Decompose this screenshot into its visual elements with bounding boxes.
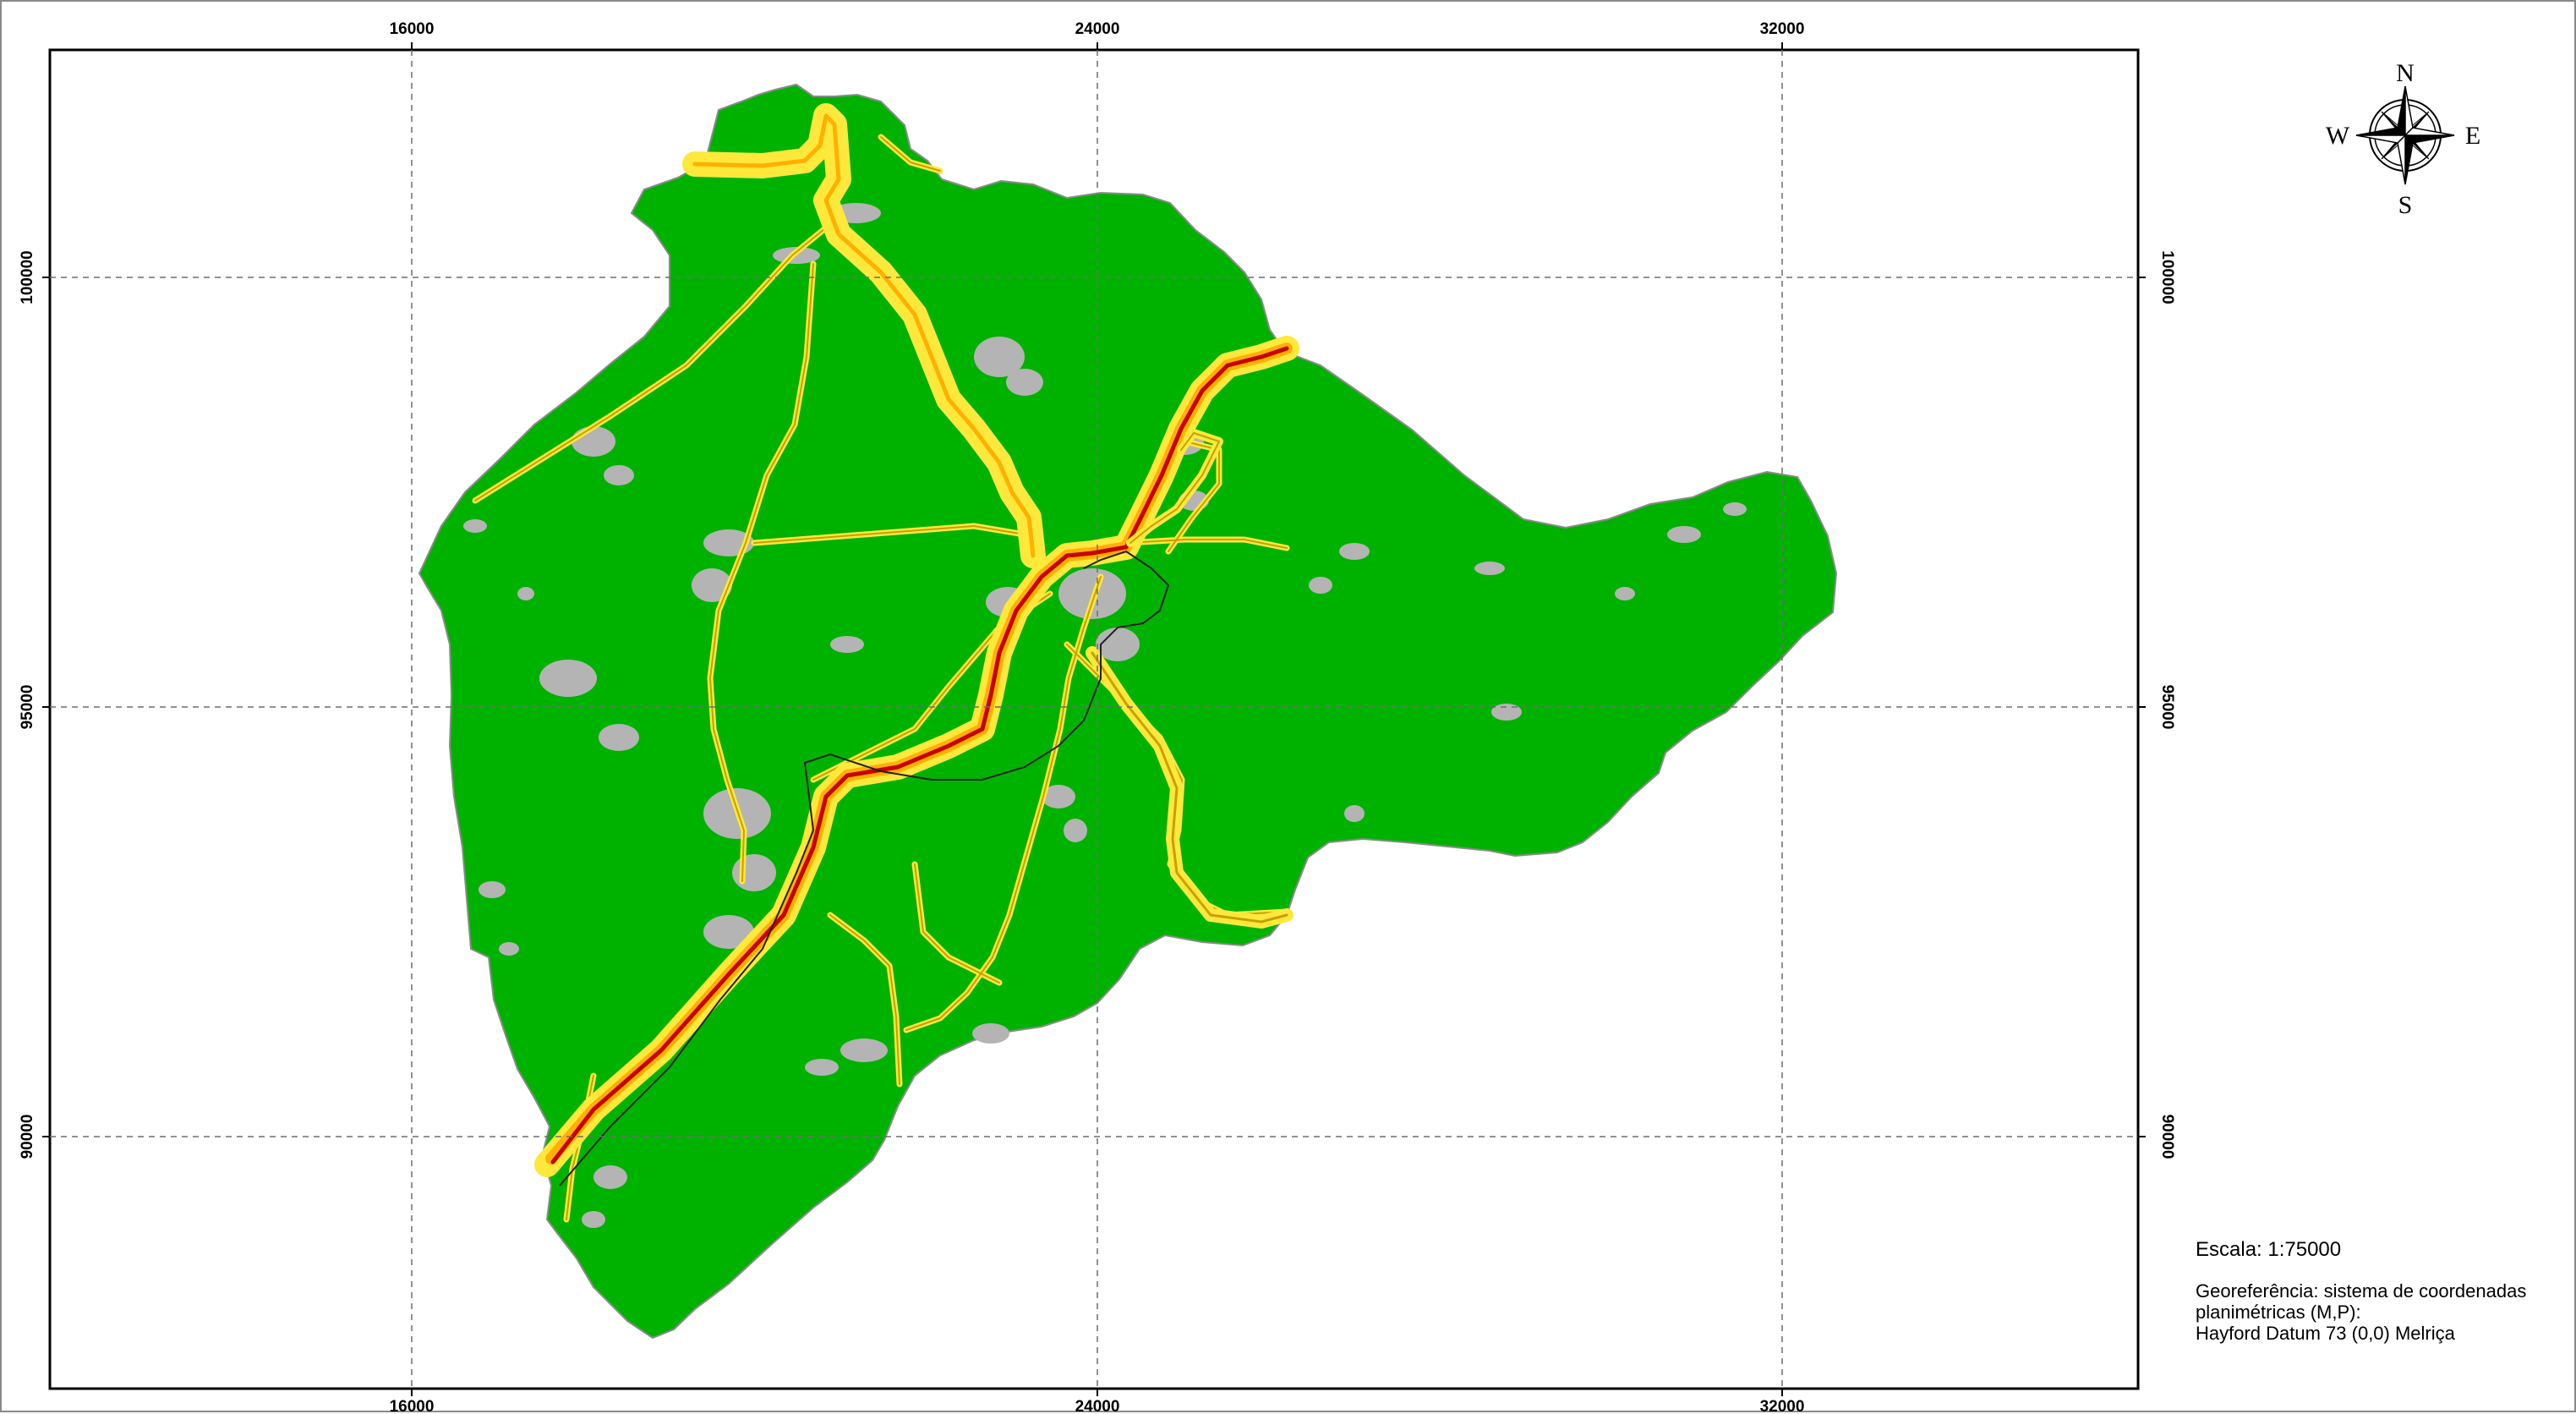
x-tick-top-32000: 32000	[1760, 20, 1805, 38]
georeference-line-2: planimétricas (M,P):	[2196, 1302, 2361, 1323]
y-tick-left-100000: 100000	[19, 250, 36, 304]
x-tick-bottom-24000: 24000	[1075, 1398, 1120, 1414]
y-tick-right-90000: 90000	[2158, 1115, 2176, 1159]
frame-ticks	[42, 42, 2146, 1396]
scale-label: Escala: 1:75000	[2196, 1238, 2342, 1261]
map-frame	[48, 48, 2140, 1390]
compass-w-label: W	[2326, 122, 2350, 150]
y-tick-left-90000: 90000	[19, 1115, 36, 1159]
railway-line	[559, 550, 1170, 1187]
y-tick-right-95000: 95000	[2158, 685, 2176, 730]
map-info-panel: Escala: 1:75000 Georeferência: sistema d…	[2196, 1238, 2568, 1344]
x-tick-top-24000: 24000	[1075, 20, 1120, 38]
compass-e-label: E	[2465, 122, 2480, 150]
x-tick-bottom-16000: 16000	[390, 1398, 435, 1414]
compass-rose-icon: N S E W	[2326, 59, 2480, 219]
main-highways	[534, 103, 1299, 1177]
x-tick-bottom-32000: 32000	[1760, 1398, 1805, 1414]
secondary-roads	[1086, 429, 1293, 929]
compass-s-label: S	[2398, 191, 2413, 219]
y-tick-left-95000: 95000	[19, 685, 36, 730]
compass-n-label: N	[2396, 59, 2415, 87]
georeference-line-1: Georeferência: sistema de coordenadas	[2196, 1280, 2527, 1302]
y-tick-right-100000: 100000	[2158, 250, 2176, 304]
x-tick-top-16000: 16000	[390, 20, 435, 38]
coordinate-grid	[50, 50, 2138, 1389]
georeference-line-3: Hayford Datum 73 (0,0) Melriça	[2196, 1323, 2455, 1344]
